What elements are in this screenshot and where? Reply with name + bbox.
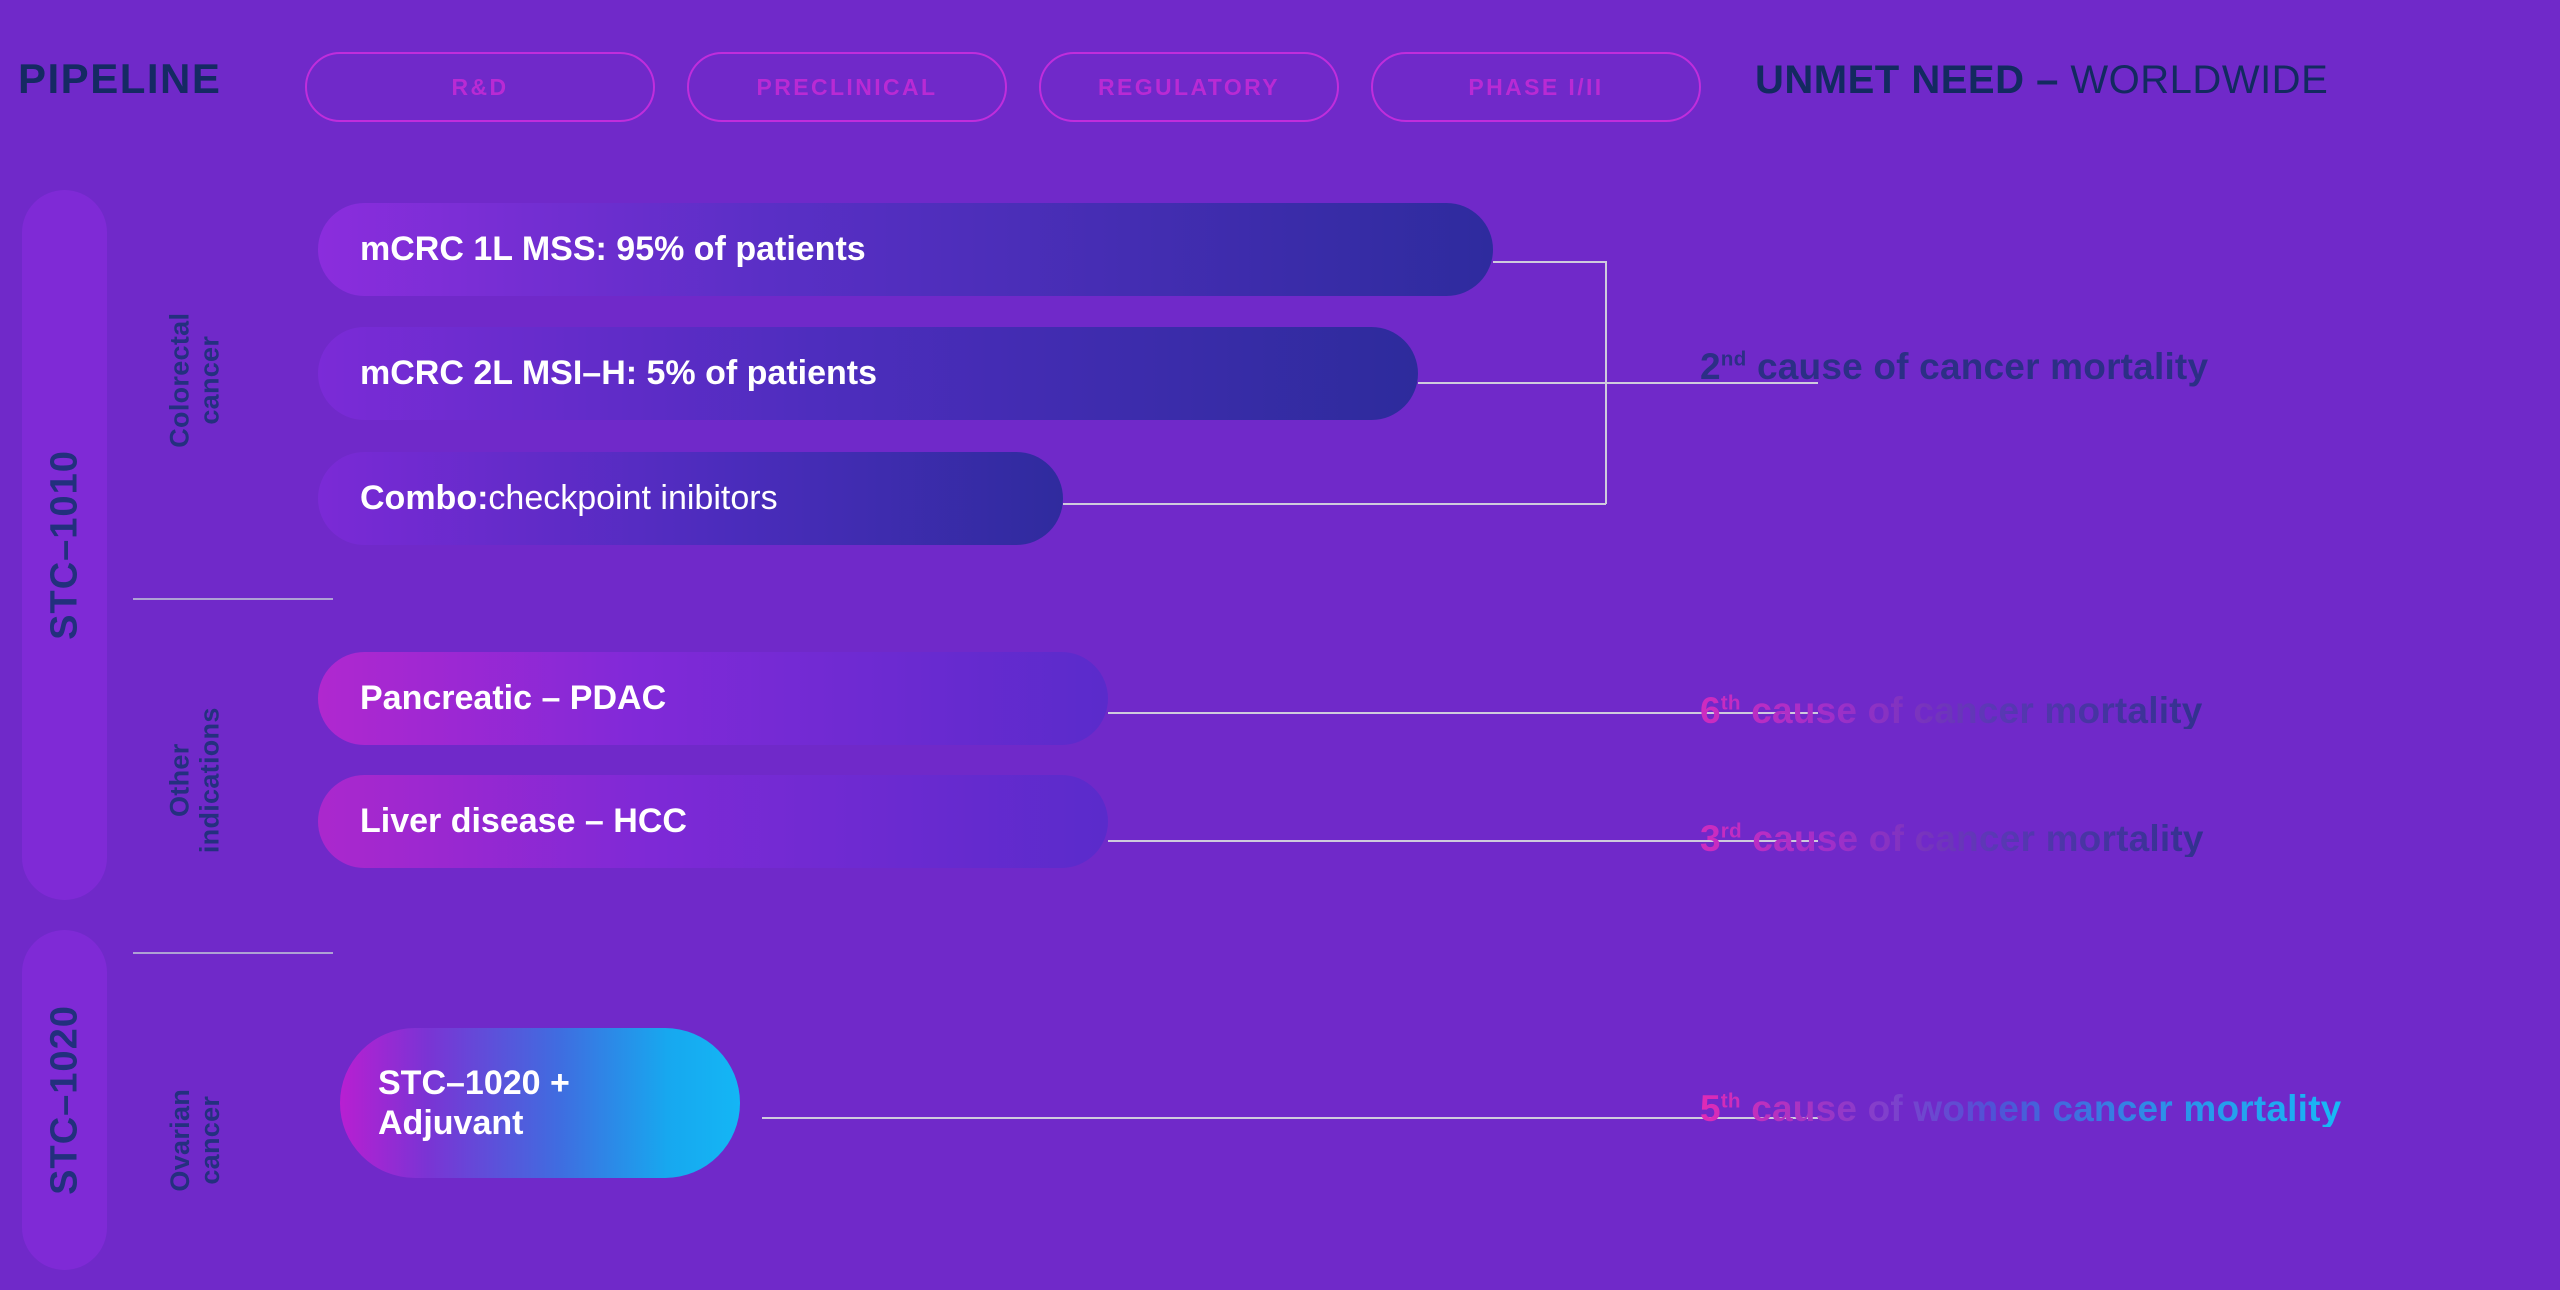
need-text: cause of cancer mortality: [1746, 346, 2209, 387]
stage-pill-group: R&D PRECLINICAL REGULATORY PHASE I/II: [305, 52, 1701, 122]
pipeline-bar-pancreatic-pdac[interactable]: Pancreatic – PDAC: [318, 652, 1108, 745]
pipeline-bar-label: STC–1020 + Adjuvant: [378, 1063, 570, 1143]
connector-line-msih: [1418, 382, 1606, 384]
pipeline-bar-label: Pancreatic – PDAC: [360, 679, 667, 718]
program-label-stc-1020: STC–1020: [43, 1005, 85, 1195]
need-rank: 3: [1700, 818, 1721, 859]
unmet-need-header-light: WORLDWIDE: [2058, 58, 2329, 102]
unmet-need-header: UNMET NEED – WORLDWIDE: [1755, 60, 2328, 100]
need-text: cause of cancer mortality: [1740, 690, 2203, 731]
pipeline-bar-liver-hcc[interactable]: Liver disease – HCC: [318, 775, 1108, 868]
need-text: cause of women cancer mortality: [1740, 1088, 2342, 1129]
unmet-need-liver: 3rd cause of cancer mortality: [1700, 820, 2204, 857]
pipeline-bar-mcrc-1l-mss[interactable]: mCRC 1L MSS: 95% of patients: [318, 203, 1493, 296]
page-title: PIPELINE: [18, 55, 222, 102]
pipeline-bar-label: Liver disease – HCC: [360, 802, 687, 841]
need-ordinal: th: [1720, 1089, 1741, 1113]
need-text: cause of cancer mortality: [1741, 818, 2204, 859]
indication-divider-1: [133, 598, 333, 600]
need-ordinal: rd: [1720, 819, 1742, 843]
pipeline-bar-label: mCRC 2L MSI–H: 5% of patients: [360, 354, 878, 393]
pipeline-bar-label-line1: STC–1020 +: [378, 1063, 570, 1102]
program-rail-stc-1020: STC–1020: [22, 930, 107, 1270]
connector-line-mss: [1493, 261, 1606, 263]
need-ordinal: nd: [1720, 347, 1747, 371]
need-ordinal: th: [1720, 691, 1741, 715]
pipeline-bar-label-bold: Combo:: [360, 479, 489, 518]
pipeline-bar-mcrc-2l-msi-h[interactable]: mCRC 2L MSI–H: 5% of patients: [318, 327, 1418, 420]
pipeline-bar-label-line2: Adjuvant: [378, 1104, 524, 1142]
pipeline-bar-label-regular: checkpoint inibitors: [488, 479, 778, 518]
stage-pill-regulatory[interactable]: REGULATORY: [1039, 52, 1339, 122]
connector-line-to-need-6th: [1108, 712, 1818, 714]
stage-pill-phase[interactable]: PHASE I/II: [1371, 52, 1701, 122]
program-rail-stc-1010: STC–1010: [22, 190, 107, 900]
pipeline-bar-combo[interactable]: Combo: checkpoint inibitors: [318, 452, 1063, 545]
need-rank: 5: [1700, 1088, 1721, 1129]
stage-pill-preclinical[interactable]: PRECLINICAL: [687, 52, 1007, 122]
unmet-need-ovarian: 5th cause of women cancer mortality: [1700, 1090, 2341, 1127]
need-rank: 6: [1700, 690, 1721, 731]
program-label-stc-1010: STC–1010: [43, 450, 85, 640]
pipeline-bar-label: mCRC 1L MSS: 95% of patients: [360, 230, 866, 269]
connector-line-to-need-3rd: [1108, 840, 1818, 842]
connector-line-to-need-2nd: [1605, 382, 1818, 384]
indication-divider-2: [133, 952, 333, 954]
need-rank: 2: [1700, 346, 1721, 387]
connector-line-to-need-5th: [762, 1117, 1818, 1119]
connector-line-combo: [1063, 503, 1606, 505]
pipeline-bar-stc-1020-adjuvant[interactable]: STC–1020 + Adjuvant: [340, 1028, 740, 1178]
unmet-need-header-strong: UNMET NEED –: [1755, 58, 2059, 102]
unmet-need-pancreatic: 6th cause of cancer mortality: [1700, 692, 2202, 729]
stage-pill-rd[interactable]: R&D: [305, 52, 655, 122]
unmet-need-colorectal: 2nd cause of cancer mortality: [1700, 348, 2208, 385]
